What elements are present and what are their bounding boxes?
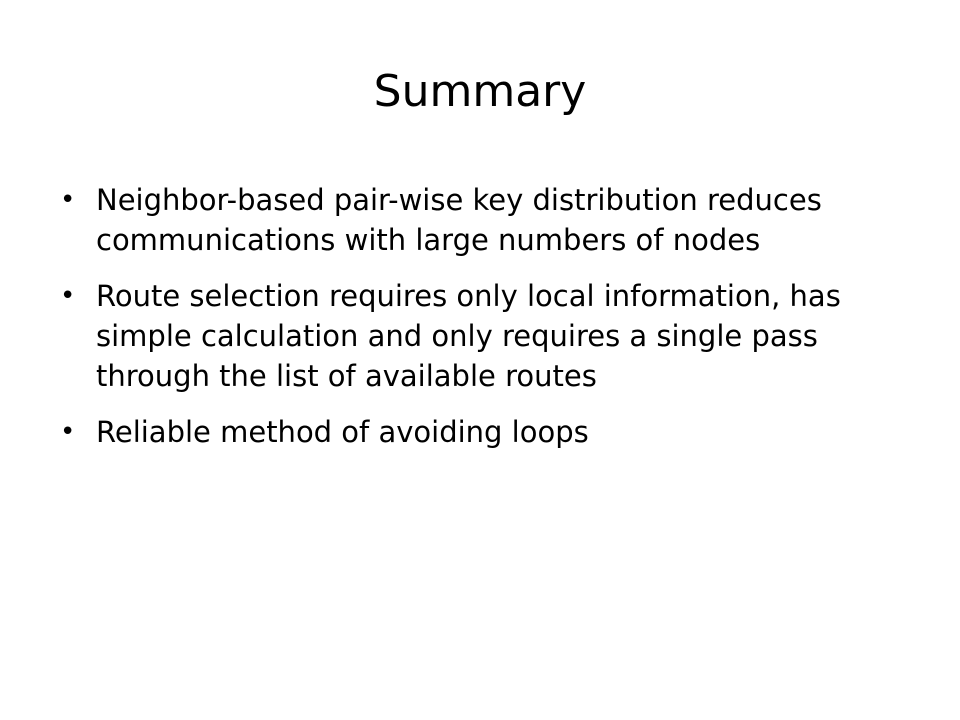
bullet-text: Reliable method of avoiding loops [96,415,589,449]
bullet-item: • Neighbor-based pair-wise key distribut… [60,180,880,260]
bullet-list: • Neighbor-based pair-wise key distribut… [60,180,880,468]
bullet-icon: • [60,185,76,215]
bullet-icon: • [60,417,76,447]
bullet-text: Neighbor-based pair-wise key distributio… [96,183,822,257]
bullet-icon: • [60,281,76,311]
bullet-item: • Reliable method of avoiding loops [60,412,880,452]
bullet-item: • Route selection requires only local in… [60,276,880,396]
bullet-text: Route selection requires only local info… [96,279,841,393]
slide-title: Summary [373,66,587,117]
